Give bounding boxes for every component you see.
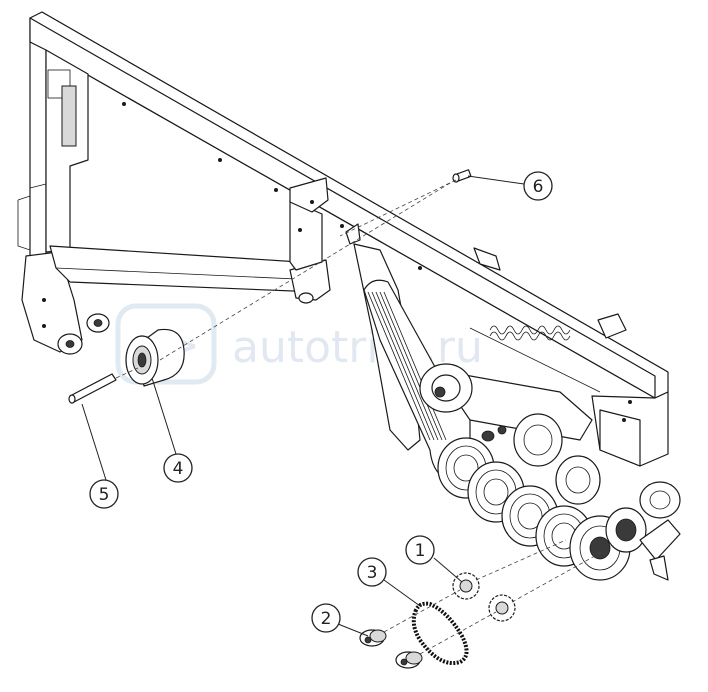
callout-2: 2 [311,603,341,633]
flanged-bushing [395,651,423,669]
pin [68,373,117,404]
callout-4: 4 [163,453,193,483]
v-belt-pulley-stack [353,243,681,581]
callout-label: 1 [415,541,426,561]
callout-label: 2 [321,609,332,629]
callout-label: 6 [533,177,544,197]
idler-roller [125,328,185,387]
callout-label: 4 [173,459,184,479]
chain-loop [411,601,469,665]
flanged-bushing [359,629,387,647]
sprocket [488,594,516,622]
callout-6: 6 [523,171,553,201]
callout-3: 3 [357,557,387,587]
tension-spring [469,325,601,393]
callout-1: 1 [405,535,435,565]
frame-beam-assembly [17,11,669,467]
watermark-logo-icon [115,303,217,385]
callout-leaders [81,175,525,637]
sprocket [452,572,480,600]
callout-5: 5 [89,479,119,509]
callout-label: 3 [367,563,378,583]
callout-label: 5 [99,485,110,505]
